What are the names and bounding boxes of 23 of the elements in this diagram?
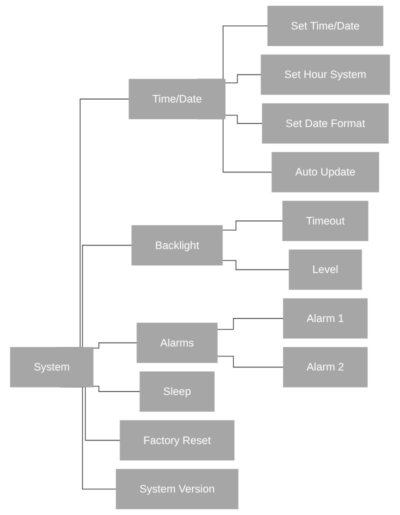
node-box: Backlight	[132, 225, 223, 266]
connector	[222, 260, 290, 270]
connector	[92, 342, 138, 349]
connector	[216, 356, 284, 368]
node-box: Factory Reset	[120, 420, 234, 460]
node-box: Timeout	[282, 200, 368, 242]
node-box: Set Time/Date	[267, 6, 384, 46]
node-box: Alarm 1	[283, 298, 368, 339]
node-box: Sleep	[140, 371, 215, 412]
node-box: Level	[288, 250, 362, 290]
node-box: Time/Date	[128, 78, 226, 120]
node-box: System Version	[116, 468, 238, 510]
node-box: Auto Update	[272, 152, 380, 192]
connector	[224, 74, 262, 84]
node-box: Set Date Format	[262, 103, 389, 144]
node-box: Set Hour System	[260, 54, 390, 95]
node-box: Alarms	[136, 322, 218, 363]
node-box: System	[10, 347, 94, 388]
connector	[224, 114, 263, 124]
connector	[92, 386, 140, 392]
node-box: Alarm 2	[283, 347, 368, 388]
connector	[216, 318, 284, 330]
connector	[222, 220, 284, 230]
